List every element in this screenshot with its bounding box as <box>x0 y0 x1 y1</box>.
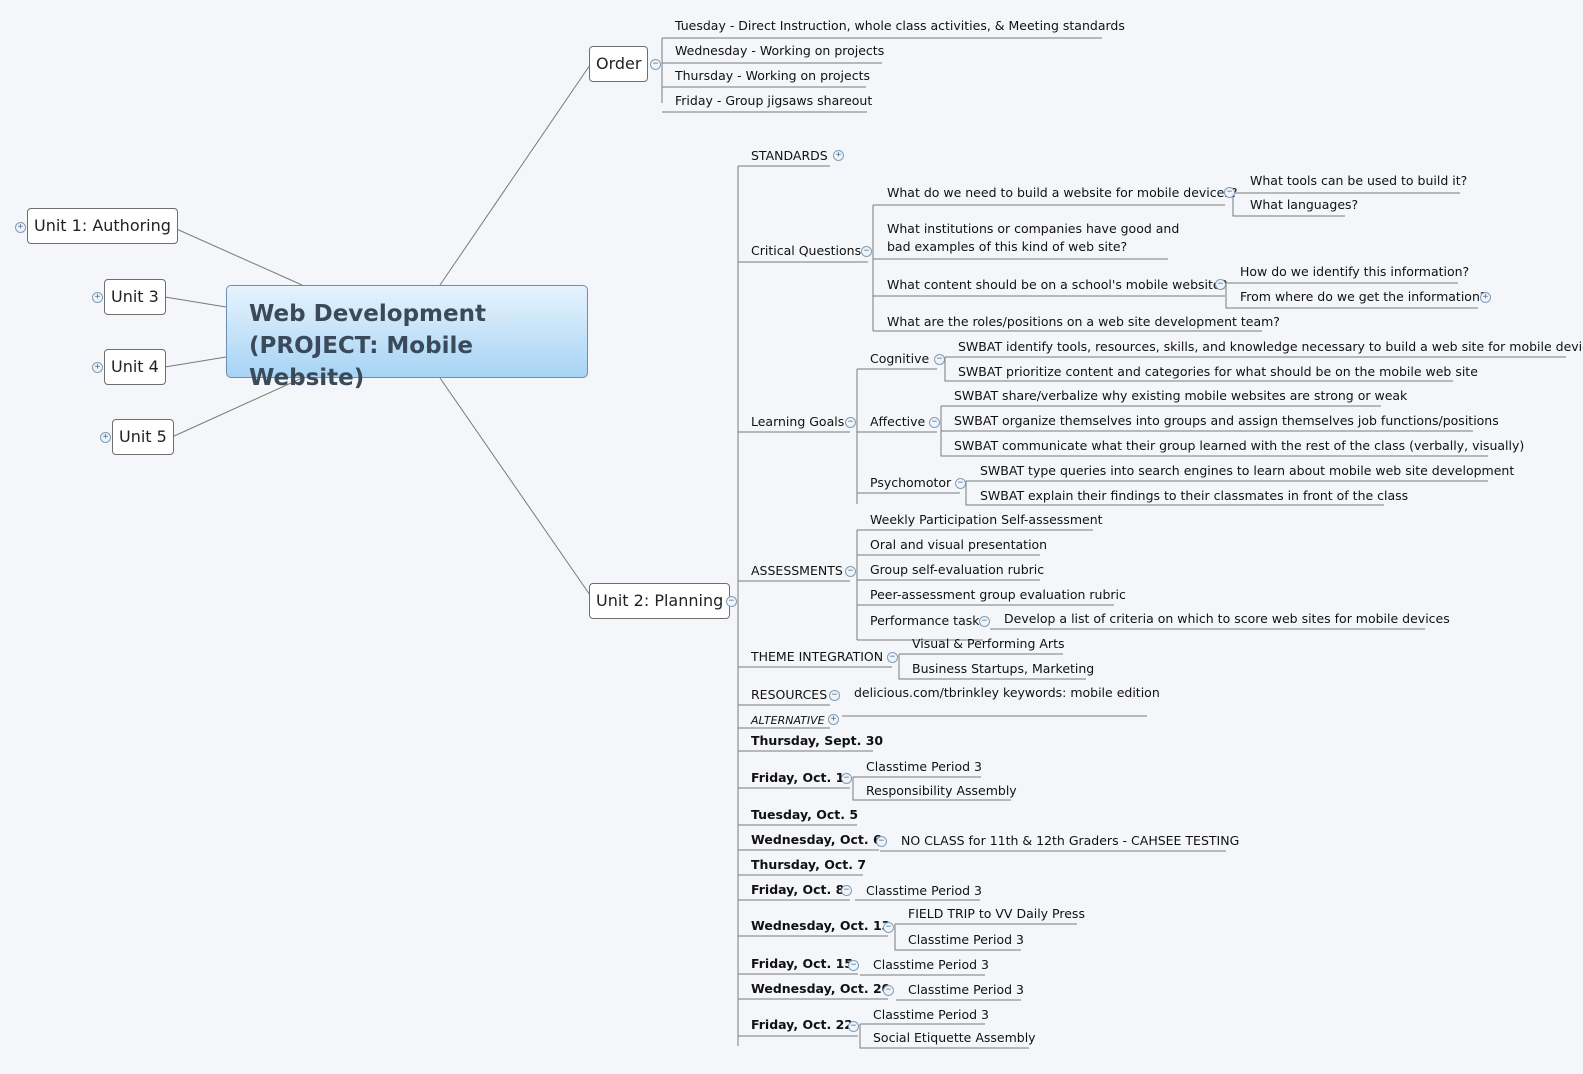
collapse-icon[interactable]: − <box>650 59 661 70</box>
order-node[interactable]: Order <box>589 46 649 82</box>
assessment-item: Performance task <box>870 613 980 628</box>
expand-icon[interactable]: + <box>100 432 111 443</box>
date-item: NO CLASS for 11th & 12th Graders - CAHSE… <box>901 833 1240 848</box>
collapse-icon[interactable]: − <box>848 1021 859 1032</box>
date-item: Classtime Period 3 <box>908 982 1025 997</box>
order-item: Tuesday - Direct Instruction, whole clas… <box>675 18 1125 33</box>
date-item: Classtime Period 3 <box>908 932 1025 947</box>
collapse-icon[interactable]: − <box>887 652 898 663</box>
unit1-node[interactable]: Unit 1: Authoring <box>27 208 178 244</box>
question: What do we need to build a website for m… <box>887 185 1238 200</box>
order-item: Wednesday - Working on projects <box>675 43 885 58</box>
collapse-icon[interactable]: − <box>841 885 852 896</box>
expand-icon[interactable]: + <box>15 222 26 233</box>
collapse-icon[interactable]: − <box>1224 187 1235 198</box>
assessment-item: Peer-assessment group evaluation rubric <box>870 587 1126 602</box>
theme-item: Visual & Performing Arts <box>912 636 1065 651</box>
order-item: Thursday - Working on projects <box>675 68 870 83</box>
date-label: Friday, Oct. 22 <box>751 1017 853 1032</box>
collapse-icon[interactable]: − <box>848 960 859 971</box>
cognitive-label: Cognitive <box>870 351 930 366</box>
date-item: Responsibility Assembly <box>866 783 1017 798</box>
date-label: Thursday, Oct. 7 <box>751 857 867 872</box>
resources-label: RESOURCES <box>751 687 828 702</box>
sub-question: What languages? <box>1250 197 1359 212</box>
collapse-icon[interactable]: − <box>829 690 840 701</box>
collapse-icon[interactable]: − <box>934 354 945 365</box>
question: bad examples of this kind of web site? <box>887 239 1128 254</box>
expand-icon[interactable]: + <box>833 150 844 161</box>
sub-question: From where do we get the information? <box>1240 289 1487 304</box>
date-label: Wednesday, Oct. 6 <box>751 832 882 847</box>
central-title: Web Development <box>249 301 486 327</box>
unit3-node[interactable]: Unit 3 <box>104 279 166 315</box>
expand-icon[interactable]: + <box>1480 292 1491 303</box>
collapse-icon[interactable]: − <box>955 478 966 489</box>
date-item: Social Etiquette Assembly <box>873 1030 1036 1045</box>
date-item: FIELD TRIP to VV Daily Press <box>908 906 1085 921</box>
question: What institutions or companies have good… <box>887 221 1180 236</box>
sub-question: How do we identify this information? <box>1240 264 1470 279</box>
collapse-icon[interactable]: − <box>845 417 856 428</box>
date-item: Classtime Period 3 <box>866 883 983 898</box>
assessment-subitem: Develop a list of criteria on which to s… <box>1004 611 1450 626</box>
collapse-icon[interactable]: − <box>861 246 872 257</box>
collapse-icon[interactable]: − <box>929 417 940 428</box>
goal-item: SWBAT type queries into search engines t… <box>980 463 1515 478</box>
theme-integration-label: THEME INTEGRATION <box>751 649 884 664</box>
order-item: Friday - Group jigsaws shareout <box>675 93 873 108</box>
standards-label: STANDARDS <box>751 148 828 163</box>
collapse-icon[interactable]: − <box>876 836 887 847</box>
central-topic[interactable]: Web Development (PROJECT: Mobile Website… <box>226 285 588 391</box>
date-label: Friday, Oct. 8 <box>751 882 845 897</box>
collapse-icon[interactable]: − <box>726 596 737 607</box>
expand-icon[interactable]: + <box>92 292 103 303</box>
sub-question: What tools can be used to build it? <box>1250 173 1468 188</box>
assessment-item: Weekly Participation Self-assessment <box>870 512 1103 527</box>
collapse-icon[interactable]: − <box>841 773 852 784</box>
date-label: Thursday, Sept. 30 <box>751 733 884 748</box>
psychomotor-label: Psychomotor <box>870 475 952 490</box>
date-item: Classtime Period 3 <box>873 957 990 972</box>
goal-item: SWBAT share/verbalize why existing mobil… <box>954 388 1408 403</box>
goal-item: SWBAT communicate what their group learn… <box>954 438 1525 453</box>
collapse-icon[interactable]: − <box>1215 279 1226 290</box>
assessment-item: Oral and visual presentation <box>870 537 1048 552</box>
expand-icon[interactable]: + <box>92 362 103 373</box>
collapse-icon[interactable]: − <box>979 616 990 627</box>
expand-icon[interactable]: + <box>828 714 839 725</box>
critical-questions-label: Critical Questions <box>751 243 862 258</box>
collapse-icon[interactable]: − <box>883 985 894 996</box>
date-label: Friday, Oct. 15 <box>751 956 853 971</box>
resource-item: delicious.com/tbrinkley keywords: mobile… <box>854 685 1160 700</box>
central-subtitle: (PROJECT: Mobile Website) <box>249 333 473 391</box>
unit2-node[interactable]: Unit 2: Planning <box>589 583 731 619</box>
collapse-icon[interactable]: − <box>883 922 894 933</box>
goal-item: SWBAT identify tools, resources, skills,… <box>958 339 1583 354</box>
date-label: Tuesday, Oct. 5 <box>751 807 859 822</box>
affective-label: Affective <box>870 414 926 429</box>
goal-item: SWBAT prioritize content and categories … <box>958 364 1478 379</box>
date-item: Classtime Period 3 <box>866 759 983 774</box>
collapse-icon[interactable]: − <box>845 566 856 577</box>
alternative-label: ALTERNATIVE <box>751 714 825 727</box>
assessment-item: Group self-evaluation rubric <box>870 562 1045 577</box>
question: What are the roles/positions on a web si… <box>887 314 1280 329</box>
unit4-node[interactable]: Unit 4 <box>104 349 166 385</box>
date-item: Classtime Period 3 <box>873 1007 990 1022</box>
goal-item: SWBAT organize themselves into groups an… <box>954 413 1499 428</box>
goal-item: SWBAT explain their findings to their cl… <box>980 488 1409 503</box>
question: What content should be on a school's mob… <box>887 277 1228 292</box>
date-label: Friday, Oct. 1 <box>751 770 845 785</box>
learning-goals-label: Learning Goals <box>751 414 845 429</box>
unit5-node[interactable]: Unit 5 <box>112 419 174 455</box>
date-label: Wednesday, Oct. 13 <box>751 918 891 933</box>
assessments-label: ASSESSMENTS <box>751 563 843 578</box>
theme-item: Business Startups, Marketing <box>912 661 1095 676</box>
date-label: Wednesday, Oct. 20 <box>751 981 891 996</box>
